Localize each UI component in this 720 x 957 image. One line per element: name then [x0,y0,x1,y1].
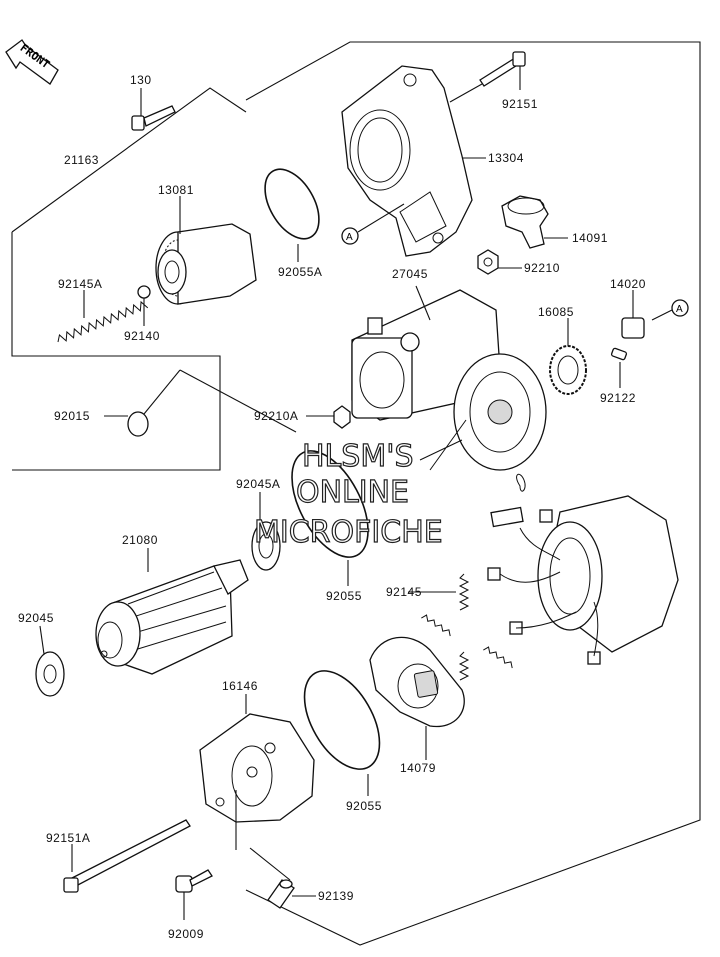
part-92139-bolt [249,847,316,909]
part-92045-bearing [35,625,65,697]
label-92015: 92015 [54,409,90,423]
label-92151: 92151 [502,97,538,111]
label-21080: 21080 [122,533,158,547]
part-14020-nut [621,290,645,339]
label-21163: 21163 [64,153,99,167]
label-92009: 92009 [168,927,204,941]
label-92045: 92045 [18,611,54,625]
part-92055A-oring [264,168,320,262]
label-92145: 92145 [386,585,422,599]
callout-a-1: A [341,203,405,245]
label-14020: 14020 [610,277,646,291]
svg-text:A: A [676,304,683,315]
watermark-line-1: HLSM'S [302,439,414,474]
label-16146: 16146 [222,679,258,693]
part-92045A-bearing [251,492,281,571]
part-13304-housing [341,65,486,257]
label-92139: 92139 [318,889,354,903]
part-92122-pin [610,347,628,388]
part-130 [131,88,176,131]
assembly-outline [11,41,701,946]
watermark-line-3: MICROFICHE [254,515,443,550]
label-130: 130 [130,73,152,87]
label-92151A: 92151A [46,831,90,845]
part-13081-drive [155,196,257,305]
label-92055-lower: 92055 [346,799,382,813]
part-92210A-nut [306,405,351,429]
label-13081: 13081 [158,183,194,197]
part-92145A-spring [57,290,149,343]
label-14091: 14091 [572,231,608,245]
label-27045: 27045 [392,267,428,281]
svg-text:A: A [346,232,353,243]
part-92151A-bolt [63,819,191,893]
label-92055-upper: 92055 [326,589,362,603]
callout-a-2: A [651,299,689,321]
part-92210-nut [477,249,522,275]
part-number-labels: 130 92151 21163 13304 13081 14091 92055A… [18,73,646,941]
part-92009-screw [175,869,213,920]
label-92122: 92122 [600,391,636,405]
label-92145A: 92145A [58,277,102,291]
label-92045A: 92045A [236,477,280,491]
label-92055A: 92055A [278,265,322,279]
watermark: HLSM'S ONLINE MICROFICHE [253,438,443,550]
part-14091-boot [501,195,568,249]
label-92210: 92210 [524,261,560,275]
watermark-line-2: ONLINE [296,475,409,510]
front-arrow: FRONT [5,39,59,85]
part-92015-washer [104,369,297,437]
part-92055-oring-upper [291,450,369,586]
part-16085-gear [549,318,587,395]
label-14079: 14079 [400,761,436,775]
label-92140: 92140 [124,329,160,343]
label-92210A: 92210A [254,409,298,423]
label-16085: 16085 [538,305,574,319]
part-92145-springs [408,573,513,681]
part-yoke-brushes [487,473,679,665]
label-13304: 13304 [488,151,524,165]
part-end-plate [419,353,547,471]
part-16146-end-frame [199,694,315,850]
part-92140-ball [137,285,151,326]
part-14079-brush-holder [369,636,465,760]
part-21080-armature [95,548,249,675]
part-92151 [449,51,526,103]
part-92055-oring-lower [303,670,381,796]
